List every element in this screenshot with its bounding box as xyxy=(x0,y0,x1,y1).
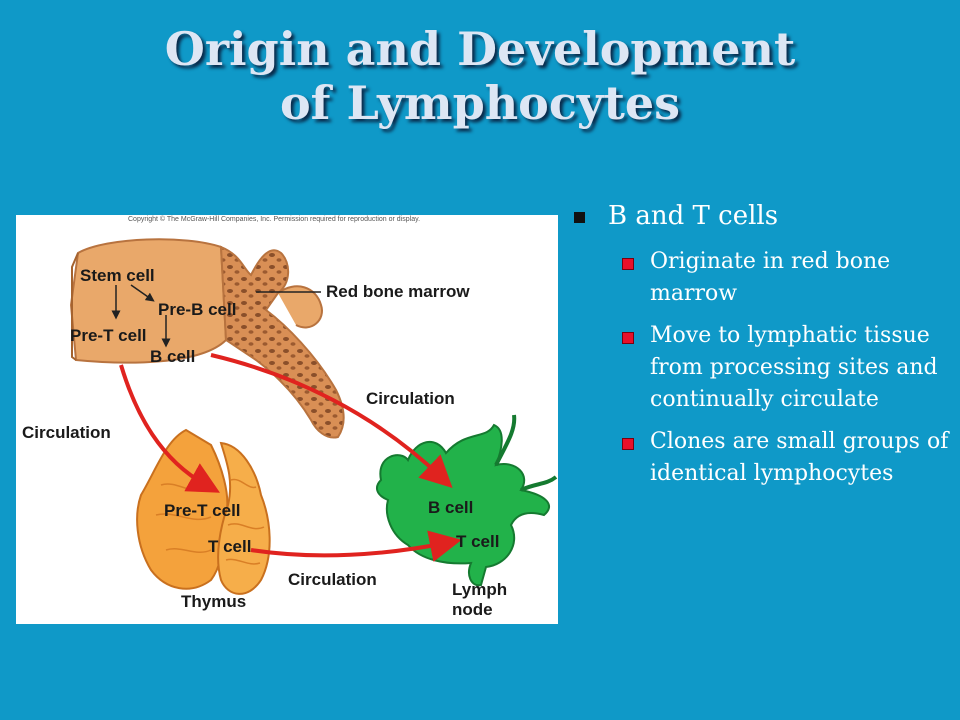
label-b-cell-node: B cell xyxy=(428,498,474,517)
bullet-square-icon xyxy=(574,212,585,223)
title-line-2: of Lymphocytes xyxy=(279,76,681,130)
circulation-arrow-thymus-to-node xyxy=(250,530,462,562)
label-stem-cell: Stem cell xyxy=(80,266,155,285)
label-circulation-right: Circulation xyxy=(366,389,455,408)
bullet-square-icon xyxy=(622,332,634,344)
slide-title: Origin and Development of Lymphocytes xyxy=(0,22,960,130)
label-t-cell-node: T cell xyxy=(456,532,500,551)
label-t-cell-thymus: T cell xyxy=(208,537,252,556)
copyright-notice: Copyright © The McGraw-Hill Companies, I… xyxy=(128,216,421,223)
label-thymus: Thymus xyxy=(181,592,247,611)
bullet-sub-2: Move to lymphatic tissue from processing… xyxy=(570,320,955,416)
label-pre-b-cell: Pre-B cell xyxy=(158,300,237,319)
bullet-sub-3: Clones are small groups of identical lym… xyxy=(570,426,955,490)
label-circulation-bottom: Circulation xyxy=(288,570,377,589)
bullet-sub-1-text: Originate in red bone marrow xyxy=(650,249,891,306)
circulation-arrow-marrow-to-node xyxy=(210,353,453,489)
title-line-1: Origin and Development xyxy=(164,22,796,76)
bullet-main: B and T cells xyxy=(570,200,955,232)
label-red-bone-marrow: Red bone marrow xyxy=(326,282,470,301)
diagram-illustration xyxy=(69,238,558,595)
lymphocyte-diagram: Copyright © The McGraw-Hill Companies, I… xyxy=(16,215,558,624)
label-node: node xyxy=(452,600,493,619)
label-b-cell-marrow: B cell xyxy=(150,347,196,366)
bullet-list: B and T cells Originate in red bone marr… xyxy=(570,200,955,500)
bullet-square-icon xyxy=(622,438,634,450)
circulation-arrow-marrow-to-thymus xyxy=(119,364,220,493)
label-pre-t-cell-thymus: Pre-T cell xyxy=(164,501,241,520)
arrow-stem-to-preb xyxy=(130,284,155,302)
label-circulation-left: Circulation xyxy=(22,423,111,442)
bullet-sub-1: Originate in red bone marrow xyxy=(570,246,955,310)
label-pre-t-cell-marrow: Pre-T cell xyxy=(70,326,147,345)
bullet-sub-3-text: Clones are small groups of identical lym… xyxy=(650,429,949,486)
bullet-square-icon xyxy=(622,258,634,270)
label-lymph: Lymph xyxy=(452,580,508,599)
bullet-main-text: B and T cells xyxy=(608,201,779,231)
bullet-sub-2-text: Move to lymphatic tissue from processing… xyxy=(650,323,938,412)
